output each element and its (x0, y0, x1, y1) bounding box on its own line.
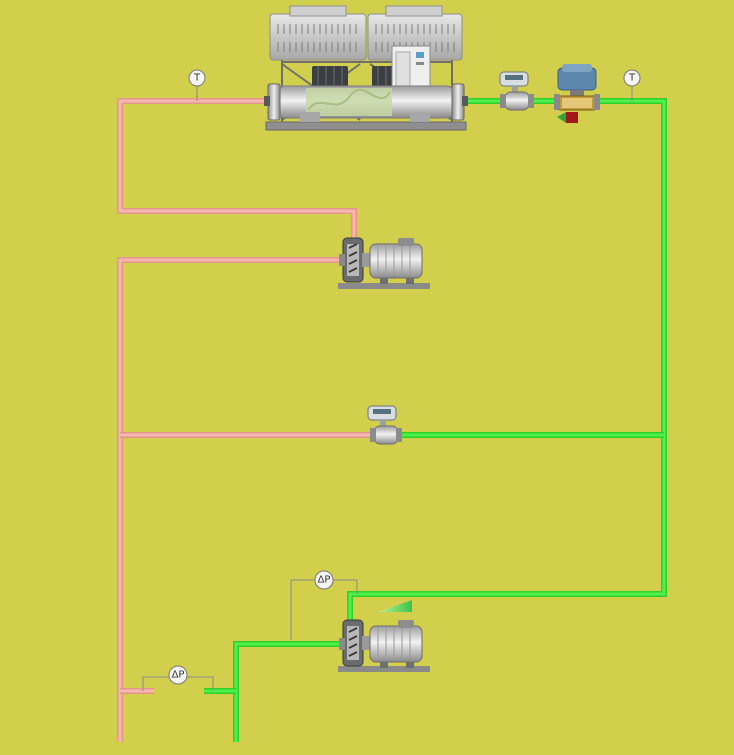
chiller-coil-left (269, 5, 367, 61)
control-valve-supply[interactable] (554, 64, 600, 123)
chiller-evaporator (264, 83, 468, 131)
pump-primary-volute (339, 237, 364, 283)
pump-primary[interactable] (338, 237, 430, 289)
valve-position-indicator (557, 112, 578, 123)
flow-meter-supply[interactable] (499, 71, 534, 111)
temperature-sensor-return[interactable]: T (188, 69, 206, 87)
return-piping (117, 98, 376, 742)
sensor-leads (142, 86, 633, 691)
dp-sensor-bottom-label: ΔP (172, 670, 185, 681)
pump-speed-indicator (378, 600, 412, 612)
pump-secondary-motor (362, 620, 423, 668)
return-header (117, 257, 342, 742)
pump-secondary-volute (339, 619, 364, 667)
temperature-sensor-return-label: T (193, 73, 201, 84)
supply-piping (204, 98, 667, 742)
chiller[interactable] (264, 5, 468, 131)
flow-meter-bypass[interactable] (367, 405, 402, 445)
supply-pipe-pump-out (233, 641, 340, 742)
temperature-sensor-supply-label: T (628, 73, 636, 84)
dp-sensor-pump[interactable]: ΔP (314, 570, 334, 590)
pump-secondary[interactable] (338, 600, 430, 672)
dp-sensor-bottom[interactable]: ΔP (168, 665, 188, 685)
temperature-sensor-supply[interactable]: T (623, 69, 641, 87)
return-pipe-chiller-to-pump (117, 98, 357, 240)
dp-sensor-pump-label: ΔP (318, 575, 331, 586)
supply-pipe-chiller-out (347, 98, 667, 620)
pump-primary-motor (362, 238, 423, 284)
chiller-compressors (312, 66, 394, 88)
